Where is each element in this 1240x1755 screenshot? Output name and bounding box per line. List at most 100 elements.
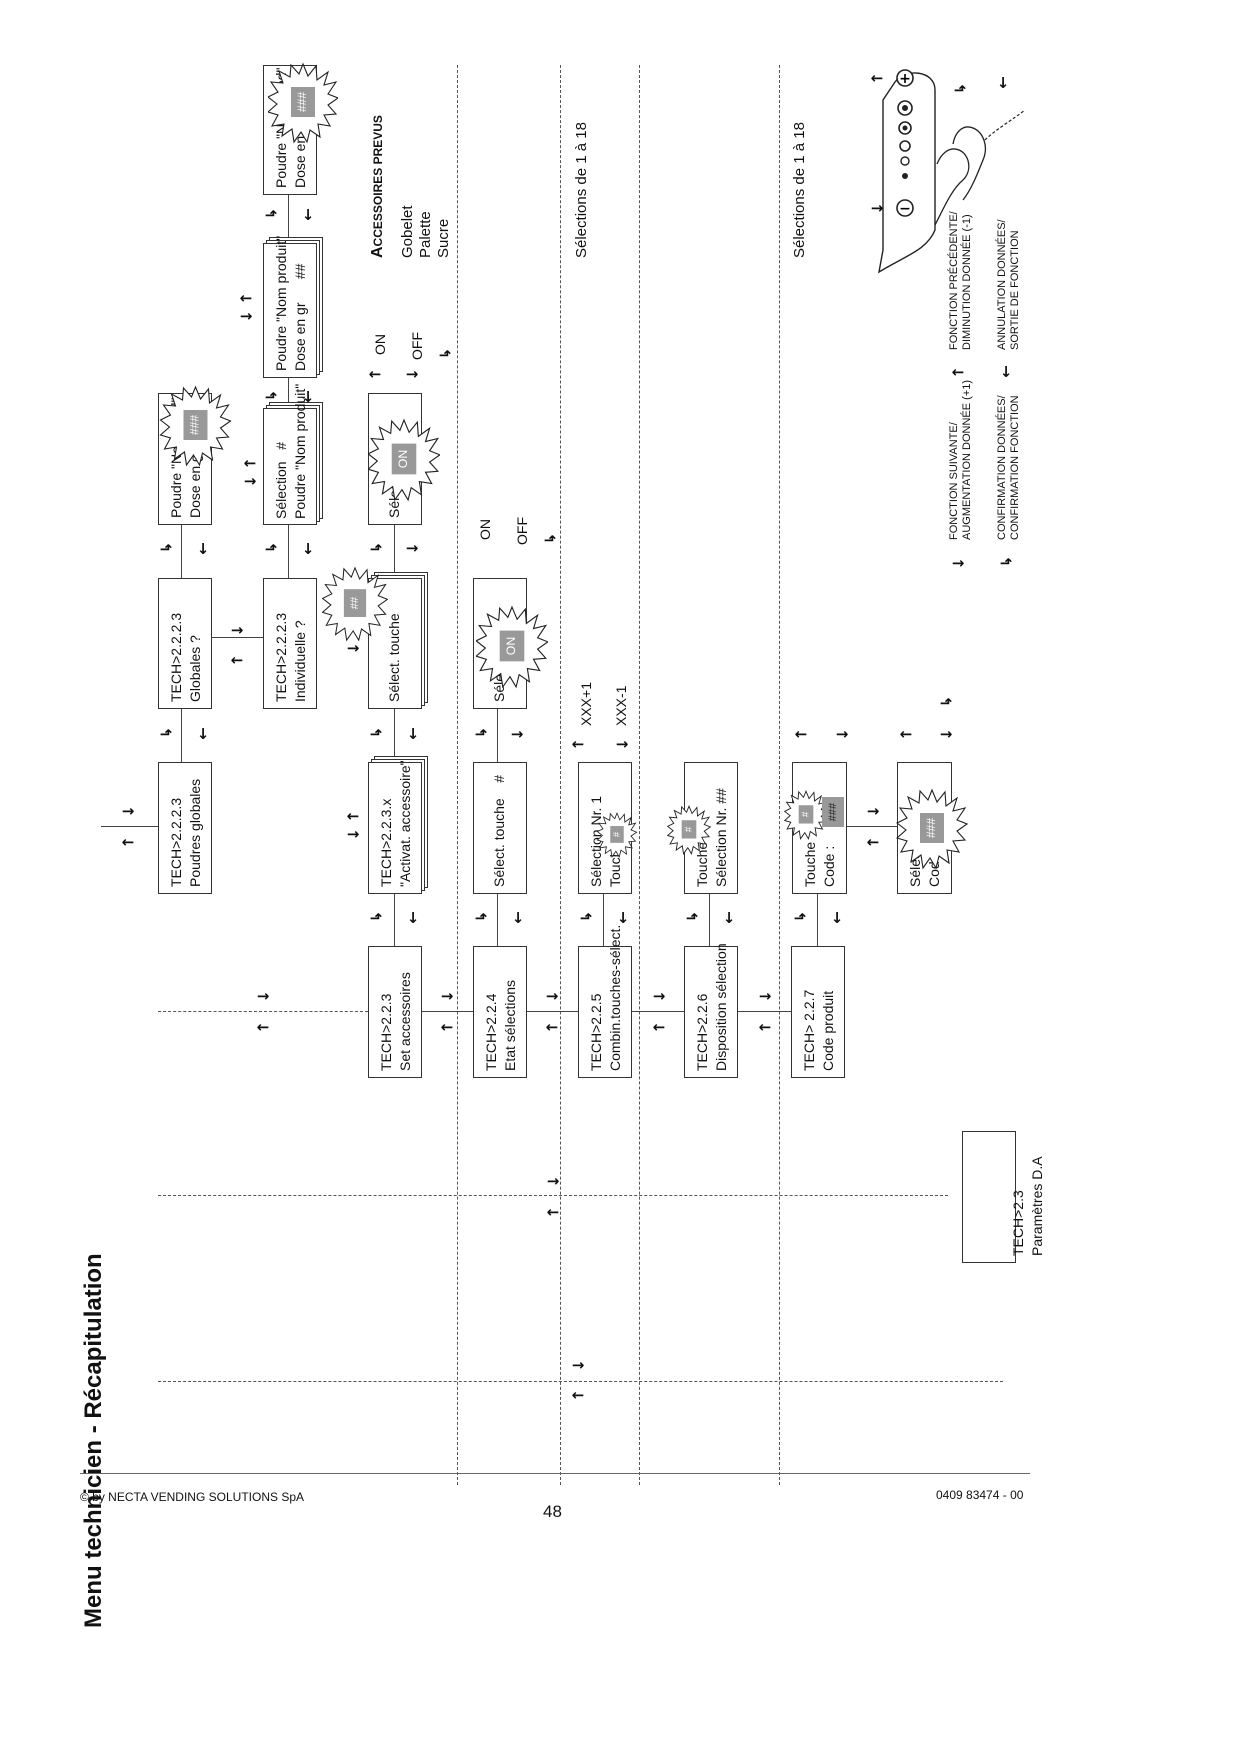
starburst-icon: # [666,805,712,855]
confirm-icon: ⬏ [264,540,278,558]
burst-value: # [684,826,695,832]
arrow-down-icon: ↓ [196,725,210,743]
arrow-right-icon: → [870,199,884,217]
confirm-icon: ⬏ [474,909,488,927]
page-number: 48 [543,1502,562,1521]
confirm-icon: ⬏ [369,909,383,927]
dashed-connector [158,1381,1003,1382]
box-activat-accessoire: TECH>2.2.3.x"Activat. accessoire" [368,760,422,894]
burst-value: # [801,811,812,817]
arrow-left-icon: ← [346,807,360,825]
arrow-left-icon: ← [368,365,382,383]
legend-next: FONCTION SUIVANTE/AUGMENTATION DONNÉE (+… [948,379,973,540]
connector [394,523,395,578]
dashed-connector [158,1195,948,1196]
dashed-separator [560,65,561,1485]
confirm-icon: ⬏ [159,540,173,558]
burst-value: ### [295,92,309,112]
code-value-box: ### [822,797,844,827]
confirm-icon: ⬏ [264,206,278,224]
arrow-down-icon: ↓ [301,540,315,558]
confirm-icon: ⬏ [543,531,557,549]
accessory-item: Gobelet [399,205,416,258]
accessory-item: Palette [417,211,434,258]
connector [210,637,263,638]
arrow-left-icon: ← [899,725,913,743]
arrow-right-icon: → [405,365,419,383]
confirm-icon: ⬏ [438,346,452,364]
arrow-right-icon: → [230,621,244,639]
arrow-right-icon: → [510,725,524,743]
confirm-icon: ⬏ [474,725,488,743]
arrow-down-icon: ↓ [722,909,736,927]
connector [394,707,395,762]
arrow-right-icon: → [758,987,772,1005]
arrow-right-icon: → [866,802,880,820]
connector [288,523,289,578]
arrow-left-icon: ← [545,1018,559,1036]
arrow-down-icon: ↓ [999,363,1013,381]
arrow-right-icon: → [939,725,953,743]
arrow-left-icon: ← [546,1203,560,1221]
connector [181,707,182,762]
label-off: OFF [514,517,530,545]
burst-value: ### [188,415,202,435]
confirm-icon: ⬏ [579,909,593,927]
connector [394,892,395,946]
connector [288,376,289,408]
arrow-left-icon: ← [571,1386,585,1404]
confirm-icon: ⬏ [369,725,383,743]
arrow-left-icon: ← [794,725,808,743]
arrow-right-icon: → [239,307,253,325]
arrow-down-icon: ↓ [406,909,420,927]
starburst-icon: ## [322,566,388,642]
connector [603,892,604,946]
connector [845,826,897,827]
keypad-icon: + − [878,69,1026,274]
arrow-left-icon: ← [230,651,244,669]
arrow-right-icon: → [835,725,849,743]
arrow-right-icon: → [440,987,454,1005]
burst-value: ## [349,596,361,609]
confirm-icon: ⬏ [999,554,1013,572]
connector [525,1011,580,1012]
arrow-right-icon: → [346,639,360,657]
arrow-right-icon: → [243,472,257,490]
label-xxx-minus: XXX-1 [613,685,629,726]
arrow-left-icon: ← [256,1018,270,1036]
dashed-separator [639,65,640,1485]
connector [420,1011,475,1012]
arrow-left-icon: ← [652,1018,666,1036]
label-off: OFF [409,332,425,360]
starburst-icon: ### [159,385,232,467]
confirm-icon: ⬏ [369,540,383,558]
label-on: ON [372,334,388,355]
label-selections-range: Sélections de 1 à 18 [791,122,808,258]
arrow-right-icon: → [615,735,629,753]
arrow-down-icon: ↓ [616,909,630,927]
starburst-icon: ### [896,788,968,870]
arrow-right-icon: → [346,825,360,843]
burst-value: ON [504,637,518,655]
arrow-left-icon: ← [239,289,253,307]
connector [497,892,498,946]
arrow-left-icon: ← [870,69,884,87]
confirm-icon: ⬏ [264,388,278,406]
connector [737,1011,792,1012]
label-xxx-plus: XXX+1 [578,682,594,726]
arrow-down-icon: ↓ [196,540,210,558]
arrow-right-icon: → [546,1172,560,1190]
confirm-icon: ⬏ [685,909,699,927]
box-poudre-individuelle: Poudre "Nom produit"Dose en gr ## [263,236,317,378]
arrow-down-icon: ↓ [406,725,420,743]
footer-copyright: © by NECTA VENDING SOLUTIONS SpA [80,1490,305,1504]
starburst-icon: # [596,812,638,858]
arrow-right-icon: → [652,987,666,1005]
confirm-icon: ⬏ [159,725,173,743]
